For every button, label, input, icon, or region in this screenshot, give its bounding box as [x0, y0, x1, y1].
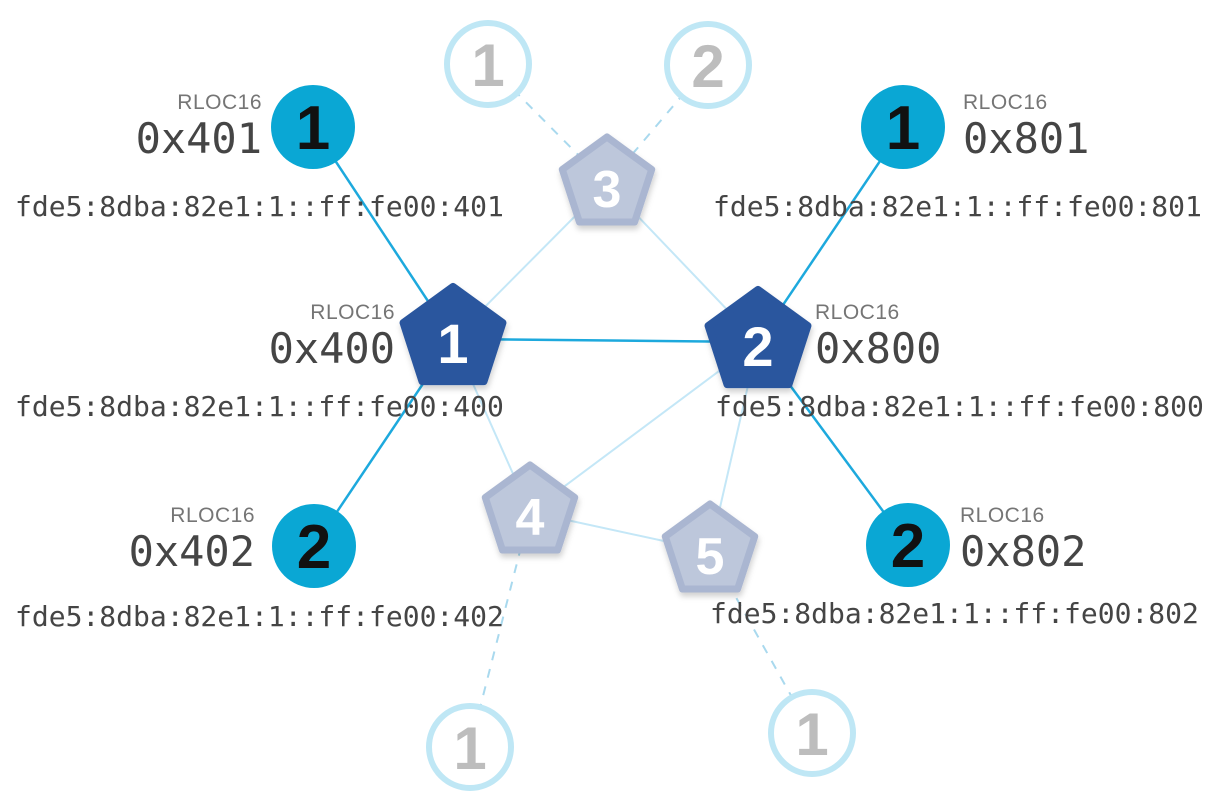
child-802-ipv6-label: fde5:8dba:82e1:1::ff:fe00:802	[710, 597, 1199, 630]
node-ghost-bottom-2[interactable]: 1	[768, 689, 856, 777]
child-802-rloc-label: RLOC16 0x802	[960, 503, 1086, 575]
node-child-802[interactable]: 2	[866, 503, 950, 587]
node-number: 1	[437, 312, 468, 375]
node-number: 2	[742, 315, 773, 378]
child-401-rloc-label: RLOC16 0x401	[136, 90, 262, 162]
child-circle-icon	[866, 503, 950, 587]
rloc16-value: 0x801	[963, 114, 1090, 163]
rloc16-heading: RLOC16	[177, 91, 262, 114]
child-801-rloc-label: RLOC16 0x801	[963, 90, 1089, 162]
child-circle-icon	[444, 20, 532, 108]
node-number: 1	[471, 32, 504, 99]
node-child-801[interactable]: 1	[861, 85, 945, 169]
router-pentagon-icon	[661, 500, 759, 593]
node-ghost-top-2[interactable]: 2	[664, 21, 752, 109]
child-circle-icon	[271, 85, 355, 169]
rloc16-value: 0x800	[815, 324, 942, 373]
router-2-rloc-label: RLOC16 0x800	[815, 300, 941, 372]
node-number: 2	[891, 512, 925, 581]
rloc16-value: 0x400	[268, 324, 395, 373]
child-402-rloc-label: RLOC16 0x402	[129, 503, 255, 575]
rloc16-heading: RLOC16	[963, 91, 1048, 114]
rloc16-heading: RLOC16	[310, 301, 395, 324]
child-801-ipv6-label: fde5:8dba:82e1:1::ff:fe00:801	[713, 190, 1202, 223]
rloc16-value: 0x402	[128, 527, 255, 576]
rloc16-heading: RLOC16	[815, 301, 900, 324]
router-1-ipv6-label: fde5:8dba:82e1:1::ff:fe00:400	[15, 390, 504, 423]
child-circle-icon	[861, 85, 945, 169]
nodes-layer: 3 4 5 1 2 1	[271, 20, 950, 791]
rloc16-heading: RLOC16	[170, 504, 255, 527]
child-402-ipv6-label: fde5:8dba:82e1:1::ff:fe00:402	[15, 600, 504, 633]
router-pentagon-icon	[399, 283, 507, 386]
child-401-ipv6-label: fde5:8dba:82e1:1::ff:fe00:401	[15, 190, 504, 223]
node-number: 2	[691, 33, 724, 100]
node-router-5[interactable]: 5	[661, 500, 759, 593]
router-pentagon-icon	[481, 461, 579, 554]
node-router-2[interactable]: 2	[704, 286, 812, 389]
node-ghost-bottom-1[interactable]: 1	[426, 703, 514, 791]
router-pentagon-icon	[704, 286, 812, 389]
node-number: 1	[453, 715, 486, 782]
node-number: 1	[795, 701, 828, 768]
router-1-rloc-label: RLOC16 0x400	[269, 300, 395, 372]
router-pentagon-icon	[558, 133, 656, 226]
node-router-1[interactable]: 1	[399, 283, 507, 386]
rloc16-value: 0x802	[960, 527, 1087, 576]
child-circle-icon	[768, 689, 856, 777]
node-number: 2	[297, 513, 331, 582]
rloc16-heading: RLOC16	[960, 504, 1045, 527]
node-number: 1	[296, 94, 330, 163]
node-child-402[interactable]: 2	[272, 504, 356, 588]
node-number: 4	[516, 489, 545, 547]
child-circle-icon	[426, 703, 514, 791]
router-2-ipv6-label: fde5:8dba:82e1:1::ff:fe00:800	[715, 390, 1204, 423]
node-number: 1	[886, 94, 920, 163]
node-ghost-top-1[interactable]: 1	[444, 20, 532, 108]
child-circle-icon	[272, 504, 356, 588]
node-number: 5	[696, 528, 725, 586]
child-circle-icon	[664, 21, 752, 109]
node-number: 3	[593, 161, 622, 219]
rloc16-value: 0x401	[135, 114, 262, 163]
node-child-401[interactable]: 1	[271, 85, 355, 169]
link-router1-router2	[452, 337, 759, 344]
node-router-4[interactable]: 4	[481, 461, 579, 554]
node-router-3[interactable]: 3	[558, 133, 656, 226]
